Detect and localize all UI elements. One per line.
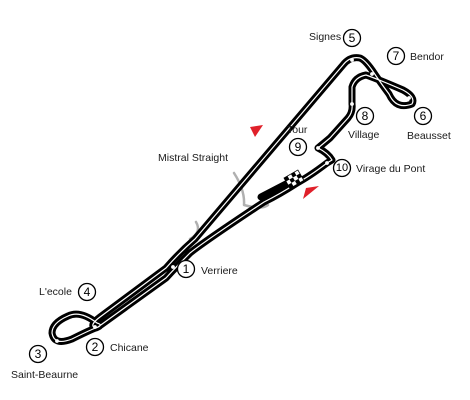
corner-number: 10 <box>336 162 348 174</box>
corner-name: Tour <box>287 124 308 136</box>
corner-number-circle <box>85 337 105 357</box>
corner-marker-3: 3 Saint-Beaurne <box>11 344 78 381</box>
corner-number: 9 <box>295 140 302 154</box>
mistral-straight-label: Mistral Straight <box>158 152 228 164</box>
corner-name: Bendor <box>410 51 444 63</box>
corner-name: L'ecole <box>39 286 72 298</box>
corner-number-circle <box>28 344 48 364</box>
corner-number: 7 <box>393 49 400 63</box>
corner-name: Virage du Pont <box>356 163 425 175</box>
corner-apex-dots <box>55 58 411 343</box>
corner-number-circle <box>386 46 406 66</box>
corner-number: 6 <box>420 109 427 123</box>
corner-number-circle <box>176 259 196 279</box>
corner-marker-2: 2 Chicane <box>85 337 149 357</box>
corner-marker-5: 5 Signes <box>309 28 362 48</box>
corner-name: Saint-Beaurne <box>11 369 78 381</box>
corner-name: Signes <box>309 31 341 43</box>
corner-number: 5 <box>349 31 356 45</box>
corner-name: Village <box>348 129 379 141</box>
corner-marker-4: 4 L'ecole <box>39 282 97 302</box>
corner-name: Chicane <box>110 342 149 354</box>
corner-number: 2 <box>92 340 99 354</box>
corner-marker-1: 1 Verriere <box>176 259 238 279</box>
corner-number: 4 <box>84 285 91 299</box>
corner-marker-8: 8 Village <box>348 106 379 141</box>
corner-marker-10: 10 Virage du Pont <box>332 158 425 178</box>
corner-number-circle <box>288 137 308 157</box>
checkered-flag-icon <box>283 169 305 189</box>
corner-number-circle <box>342 28 362 48</box>
corner-marker-7: 7 Bendor <box>386 46 444 66</box>
direction-arrow-icon <box>250 125 263 137</box>
start-finish-link <box>257 180 290 201</box>
corner-number: 3 <box>35 347 42 361</box>
corner-number-circle <box>332 158 352 178</box>
corner-number-circle <box>413 106 433 126</box>
corner-name: Beausset <box>407 130 451 142</box>
direction-arrow-icon <box>303 186 319 199</box>
corner-marker-6: 6 Beausset <box>407 106 451 142</box>
corner-number-circle <box>77 282 97 302</box>
corner-number-circle <box>355 106 375 126</box>
corner-number: 8 <box>362 109 369 123</box>
corner-marker-9: 9 Tour <box>287 124 308 157</box>
corner-name: Verriere <box>201 265 238 277</box>
corner-number: 1 <box>183 262 190 276</box>
circuit-track <box>48 54 417 345</box>
